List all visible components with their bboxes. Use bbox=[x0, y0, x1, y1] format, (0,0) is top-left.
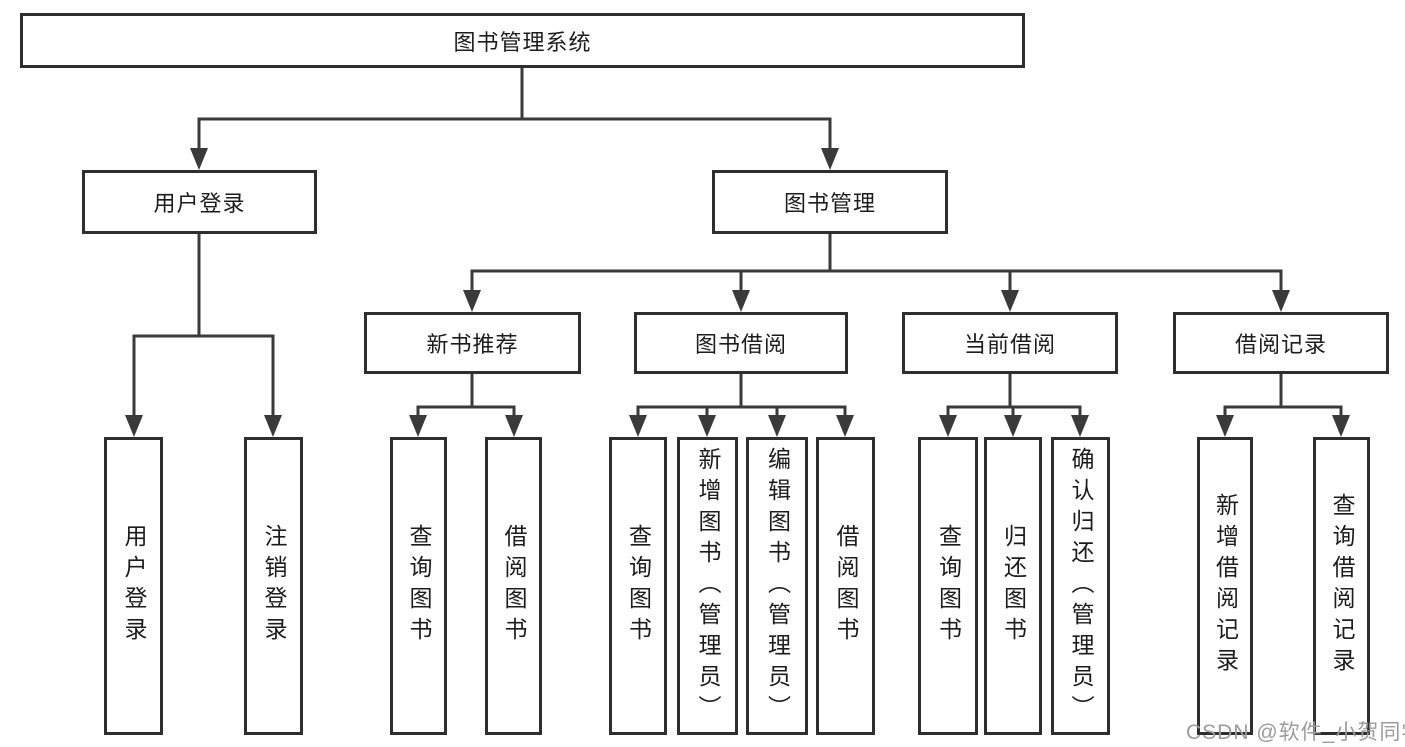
arrow-down-icon bbox=[1071, 415, 1089, 437]
connector-lines bbox=[132, 66, 1343, 419]
arrow-down-icon bbox=[1272, 290, 1290, 312]
arrow-down-icon bbox=[1004, 415, 1022, 437]
leaf-query-borrow-record: 查询借阅记录 bbox=[1313, 437, 1370, 735]
arrow-down-icon bbox=[939, 415, 957, 437]
node-current-borrow: 当前借阅 bbox=[902, 312, 1118, 374]
arrow-down-icon bbox=[1001, 290, 1019, 312]
arrow-down-icon bbox=[629, 415, 647, 437]
leaf-edit-book-admin: 编辑图书︵管理员︶ bbox=[746, 437, 808, 735]
arrow-down-icon bbox=[821, 148, 839, 170]
leaf-query-books-2: 查询图书 bbox=[609, 437, 667, 735]
arrow-down-icon bbox=[1332, 415, 1350, 437]
leaf-borrow-books-2: 借阅图书 bbox=[816, 437, 875, 735]
leaf-user-login: 用户登录 bbox=[104, 437, 163, 735]
node-new-book-recommend: 新书推荐 bbox=[364, 312, 581, 374]
leaf-logout: 注销登录 bbox=[244, 437, 303, 735]
arrow-down-icon bbox=[409, 415, 427, 437]
arrow-down-icon bbox=[836, 415, 854, 437]
node-book-management: 图书管理 bbox=[712, 170, 948, 234]
node-book-borrow: 图书借阅 bbox=[634, 312, 848, 374]
leaf-add-book-admin: 新增图书︵管理员︶ bbox=[677, 437, 738, 735]
csdn-watermark: CSDN @软件_小贺同学 bbox=[1186, 721, 1405, 744]
arrow-down-icon bbox=[732, 290, 750, 312]
arrowheads bbox=[125, 148, 1350, 437]
leaf-add-borrow-record: 新增借阅记录 bbox=[1197, 437, 1253, 735]
node-borrow-records: 借阅记录 bbox=[1173, 312, 1389, 374]
arrow-down-icon bbox=[190, 148, 208, 170]
arrow-down-icon bbox=[768, 415, 786, 437]
leaf-return-book: 归还图书 bbox=[984, 437, 1042, 735]
arrow-down-icon bbox=[463, 290, 481, 312]
node-book-management-system: 图书管理系统 bbox=[20, 13, 1025, 68]
leaf-confirm-return-admin: 确认归还︵管理员︶ bbox=[1051, 437, 1110, 735]
leaf-query-books-3: 查询图书 bbox=[918, 437, 978, 735]
arrow-down-icon bbox=[264, 415, 282, 437]
arrow-down-icon bbox=[125, 415, 143, 437]
node-user-login: 用户登录 bbox=[82, 170, 317, 234]
leaf-borrow-books-1: 借阅图书 bbox=[485, 437, 542, 735]
leaf-query-books-1: 查询图书 bbox=[390, 437, 447, 735]
arrow-down-icon bbox=[698, 415, 716, 437]
arrow-down-icon bbox=[505, 415, 523, 437]
arrow-down-icon bbox=[1216, 415, 1234, 437]
